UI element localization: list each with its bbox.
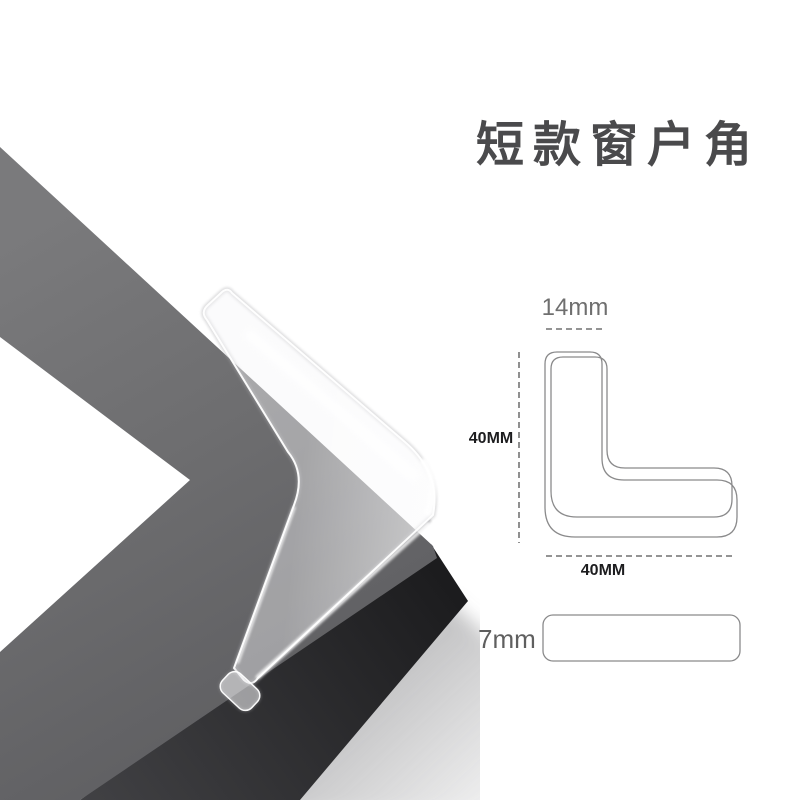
- height-label: 40MM: [468, 430, 514, 447]
- photo-corner-guard-on-frame: [0, 147, 480, 800]
- guard-outline-outer: [544, 351, 738, 538]
- top-width-label: 14mm: [541, 294, 609, 321]
- page-title: 短款窗户角: [476, 119, 762, 172]
- thickness-bar: [542, 614, 741, 662]
- frame-top-face: [0, 147, 437, 800]
- guard-foot: [218, 669, 262, 713]
- guard-outline-inner: [550, 356, 733, 518]
- dimension-diagram: 14mm 40MM 40MM 7mm: [440, 270, 770, 690]
- bottom-width-label: 40MM: [580, 562, 626, 579]
- frame-side-face: [80, 544, 468, 800]
- l-shape-outline-drawing: [518, 328, 741, 662]
- thickness-label: 7mm: [478, 624, 536, 654]
- corner-guard: [201, 287, 437, 686]
